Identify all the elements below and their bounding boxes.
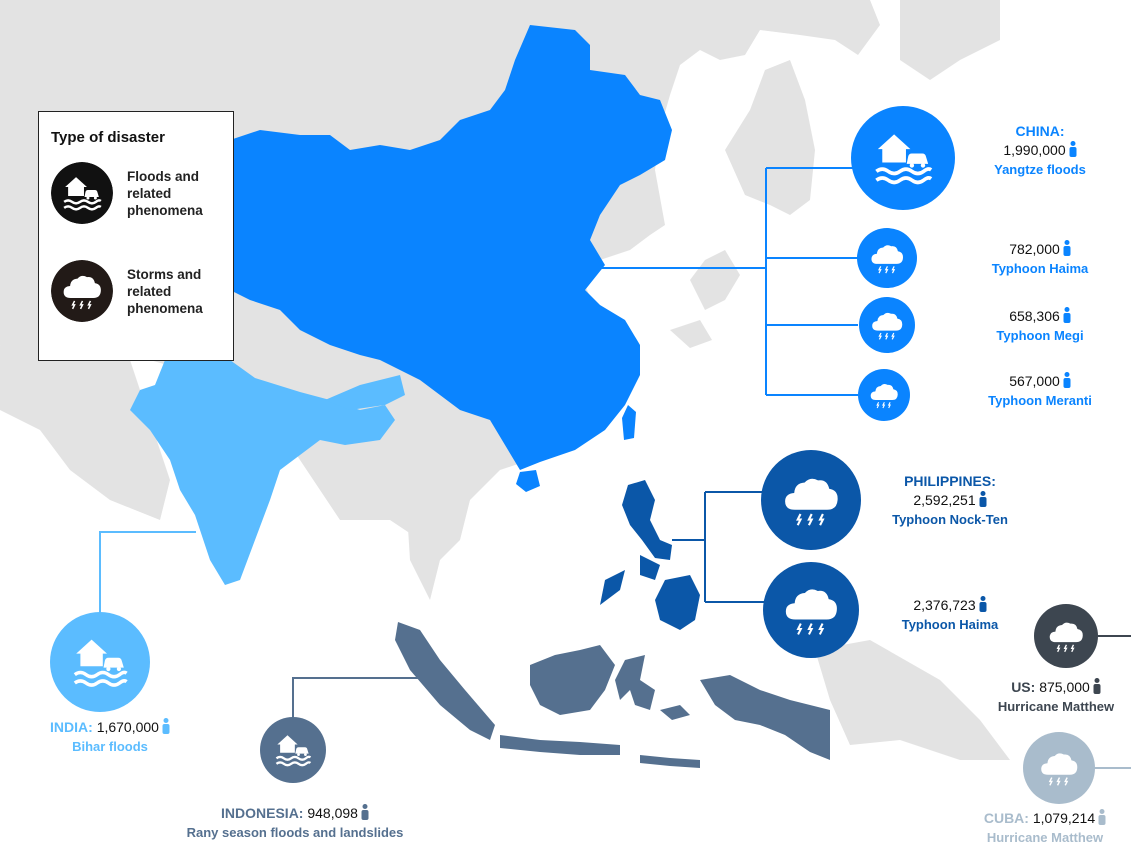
- cuba-value: 1,079,214: [1032, 810, 1096, 826]
- china-label: CHINA: 1,990,000 Yangtze floods: [985, 122, 1095, 179]
- cuba-event: Hurricane Matthew: [986, 830, 1104, 845]
- philippines-haima-marker: [763, 562, 859, 658]
- india-label: INDIA: 1,670,000 Bihar floods: [20, 718, 200, 756]
- indonesia-event: Rany season floods and landslides: [186, 825, 404, 840]
- indonesia-country-name: INDONESIA:: [221, 805, 304, 821]
- indonesia-connector: [292, 677, 440, 720]
- india-country-name: INDIA:: [50, 719, 93, 735]
- china-meranti-label: 567,000 Typhoon Meranti: [975, 372, 1105, 410]
- china-region: [120, 25, 672, 470]
- us-event: Hurricane Matthew: [997, 699, 1115, 714]
- india-value: 1,670,000: [96, 719, 159, 735]
- person-icon: [1063, 240, 1071, 256]
- cuba-label: CUBA: 1,079,214 Hurricane Matthew: [965, 809, 1125, 847]
- legend-box: Type of disaster Floods and related phen…: [38, 111, 234, 361]
- person-icon: [1093, 678, 1101, 694]
- philippines-label: PHILIPPINES: 2,592,251 Typhoon Nock-Ten: [880, 472, 1020, 529]
- india-connector: [99, 531, 196, 614]
- philippines-haima-label: 2,376,723 Typhoon Haima: [885, 596, 1015, 634]
- china-event: Yangtze floods: [994, 162, 1086, 177]
- china-value: 1,990,000: [1003, 142, 1066, 158]
- cuba-storm-marker: [1023, 732, 1095, 804]
- china-haima-label: 782,000 Typhoon Haima: [980, 240, 1100, 278]
- philippines-event: Typhoon Nock-Ten: [892, 512, 1008, 527]
- indonesia-flood-marker: [260, 717, 326, 783]
- hainan-region: [516, 470, 540, 492]
- storm-icon: [51, 260, 113, 322]
- india-event: Bihar floods: [72, 739, 148, 754]
- person-icon: [361, 804, 369, 820]
- person-icon: [1098, 809, 1106, 825]
- taiwan-region: [622, 405, 636, 440]
- china-country-name: CHINA:: [1015, 123, 1065, 139]
- china-connectors: [600, 167, 858, 396]
- china-meranti-marker: [858, 369, 910, 421]
- indonesia-label: INDONESIA: 948,098 Rany season floods an…: [160, 804, 430, 842]
- philippines-haima-value: 2,376,723: [913, 597, 976, 613]
- person-icon: [979, 596, 987, 612]
- china-megi-label: 658,306 Typhoon Megi: [980, 307, 1100, 345]
- china-haima-event: Typhoon Haima: [991, 261, 1089, 276]
- china-haima-value: 782,000: [1009, 241, 1060, 257]
- legend-item-storms: Storms and related phenomena: [51, 260, 223, 322]
- person-icon: [979, 491, 987, 507]
- us-storm-marker: [1034, 604, 1098, 668]
- legend-item-floods: Floods and related phenomena: [51, 162, 223, 224]
- indonesia-value: 948,098: [307, 805, 358, 821]
- person-icon: [1063, 307, 1071, 323]
- us-value: 875,000: [1039, 679, 1090, 695]
- legend-label-floods: Floods and related phenomena: [127, 168, 203, 218]
- china-haima-marker: [857, 228, 917, 288]
- china-megi-value: 658,306: [1009, 308, 1060, 324]
- cuba-country-name: CUBA:: [983, 810, 1029, 826]
- china-meranti-value: 567,000: [1009, 373, 1060, 389]
- china-megi-event: Typhoon Megi: [996, 328, 1084, 343]
- flood-icon: [51, 162, 113, 224]
- philippines-connectors: [672, 491, 765, 603]
- person-icon: [1063, 372, 1071, 388]
- china-megi-marker: [859, 297, 915, 353]
- person-icon: [1069, 141, 1077, 157]
- china-meranti-event: Typhoon Meranti: [988, 393, 1092, 408]
- legend-title: Type of disaster: [51, 129, 165, 146]
- us-label: US: 875,000 Hurricane Matthew: [982, 678, 1130, 716]
- person-icon: [162, 718, 170, 734]
- indonesia-region: [395, 622, 830, 768]
- us-country-name: US:: [1011, 679, 1036, 695]
- india-region: [130, 360, 395, 585]
- philippines-nockten-marker: [761, 450, 861, 550]
- india-flood-marker: [50, 612, 150, 712]
- china-flood-marker: [851, 106, 955, 210]
- philippines-haima-event: Typhoon Haima: [901, 617, 999, 632]
- philippines-region: [600, 480, 700, 630]
- legend-label-storms: Storms and related phenomena: [127, 266, 203, 316]
- philippines-country-name: PHILIPPINES:: [904, 473, 996, 489]
- northeast-india-region: [325, 375, 405, 410]
- philippines-value: 2,592,251: [913, 492, 976, 508]
